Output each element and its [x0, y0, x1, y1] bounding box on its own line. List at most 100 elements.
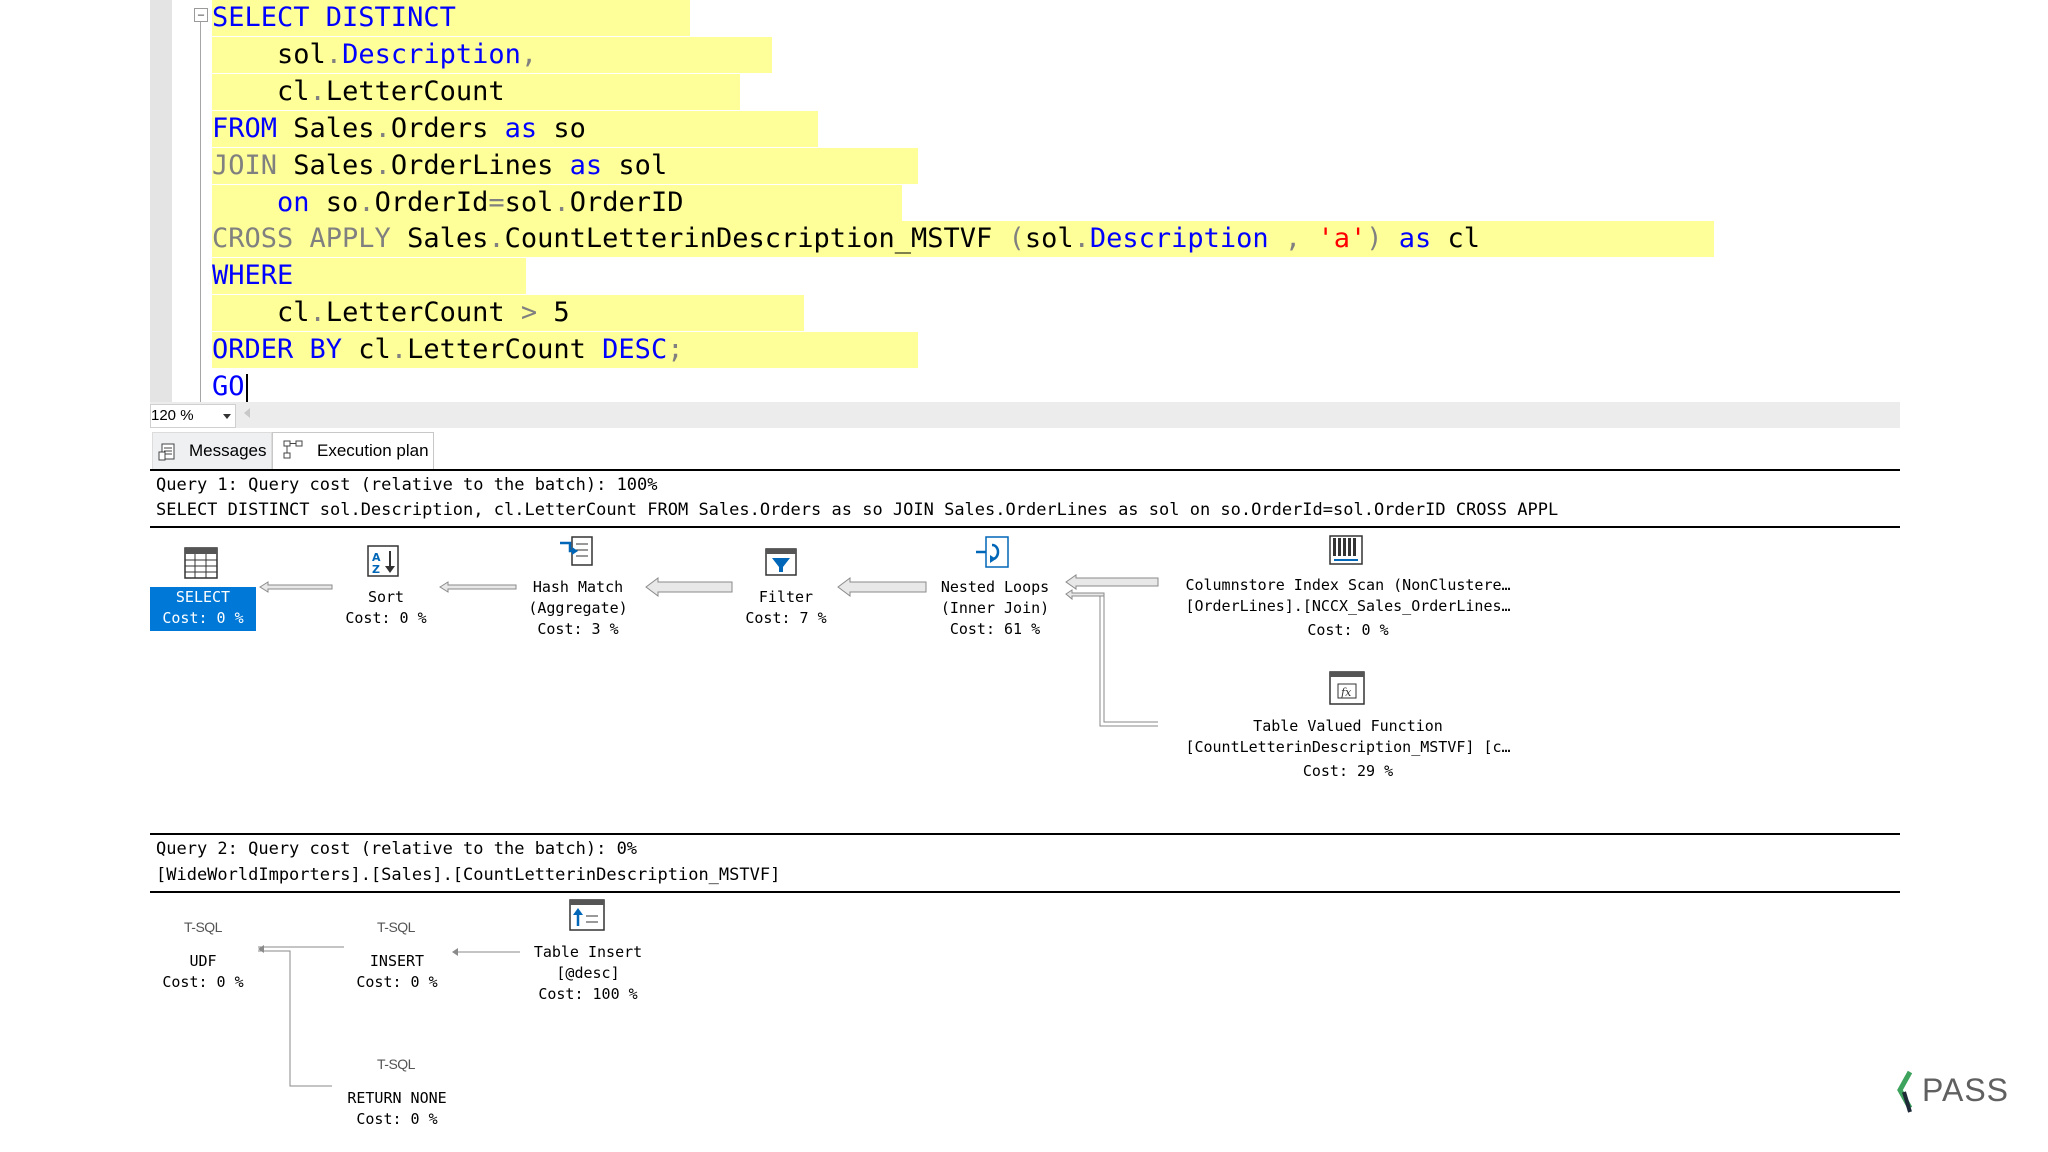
code-token: sol: [504, 186, 554, 218]
arrow-filter-to-hash: [645, 577, 733, 597]
code-line[interactable]: WHERE: [212, 258, 526, 295]
code-token: SELECT DISTINCT: [212, 2, 456, 33]
node-return-label: RETURN NONE: [347, 1089, 447, 1107]
arrow-nested-to-filter: [837, 577, 927, 597]
code-token: .: [309, 297, 326, 329]
code-token: as: [504, 112, 538, 144]
return-tsql-icon: T-SQL: [377, 1056, 415, 1072]
code-line[interactable]: sol.Description,: [212, 36, 772, 73]
code-token: GO: [212, 371, 245, 402]
node-tvf-label: Table Valued Function: [1253, 717, 1443, 735]
code-token: ,: [520, 38, 538, 70]
code-line[interactable]: GO: [212, 369, 248, 405]
collapse-toggle-icon[interactable]: −: [194, 8, 208, 22]
node-hash-sub: (Aggregate): [528, 599, 628, 617]
plan-node-filter[interactable]: Filter Cost: 7 %: [726, 587, 846, 629]
nested-loops-icon[interactable]: [974, 533, 1014, 573]
code-token: Sales: [277, 112, 375, 144]
tab-messages[interactable]: Messages: [152, 432, 272, 470]
node-table-insert-cost: Cost: 100 %: [538, 985, 638, 1003]
columnstore-scan-icon[interactable]: [1328, 534, 1368, 568]
code-token: OrderId: [374, 186, 489, 218]
node-tvf-object: [CountLetterinDescription_MSTVF] [c…: [1185, 738, 1511, 756]
code-token: DESC: [602, 334, 668, 366]
code-token: CROSS APPLY: [212, 223, 391, 255]
plan-node-return-none[interactable]: RETURN NONE Cost: 0 %: [326, 1088, 468, 1130]
connector-tvf: [1103, 593, 1158, 723]
plan-node-nested-loops[interactable]: Nested Loops (Inner Join) Cost: 61 %: [920, 577, 1070, 640]
scroll-left-icon[interactable]: [244, 408, 250, 418]
code-token: LetterCount: [407, 334, 603, 366]
code-line[interactable]: FROM Sales.Orders as so: [212, 110, 818, 147]
code-token: .: [374, 149, 391, 181]
table-insert-icon[interactable]: [568, 898, 608, 934]
code-token: .: [390, 334, 408, 366]
node-udf-label: UDF: [189, 952, 217, 970]
node-sort-label: Sort: [367, 588, 405, 606]
plan-node-udf[interactable]: UDF Cost: 0 %: [150, 951, 256, 993]
arrow-tvf-to-nested: [1065, 589, 1105, 601]
select-icon[interactable]: [183, 546, 221, 582]
node-return-cost: Cost: 0 %: [356, 1110, 438, 1128]
code-line[interactable]: cl.LetterCount: [212, 73, 740, 110]
plan-node-table-valued-function[interactable]: Table Valued Function [CountLetterinDesc…: [1160, 716, 1536, 782]
node-table-insert-object: [@desc]: [556, 964, 620, 982]
code-token: ORDER BY: [212, 334, 343, 366]
query2-divider: [150, 891, 1900, 893]
code-token: Sales: [277, 149, 375, 181]
node-colscan-cost: Cost: 0 %: [1307, 621, 1389, 639]
code-token: CountLetterinDescription_MSTVF: [504, 223, 1009, 255]
sql-editor[interactable]: − SELECT DISTINCT sol.Description, cl.Le…: [0, 0, 2048, 402]
tab-divider: [150, 469, 1900, 471]
node-nested-sub: (Inner Join): [940, 599, 1050, 617]
node-hash-label: Hash Match: [532, 578, 624, 596]
plan-node-table-insert[interactable]: Table Insert [@desc] Cost: 100 %: [516, 942, 660, 1005]
node-filter-cost: Cost: 7 %: [745, 609, 827, 627]
code-token: LetterCount: [325, 75, 505, 107]
code-line[interactable]: SELECT DISTINCT: [212, 0, 690, 36]
chevron-down-icon[interactable]: [223, 414, 231, 419]
code-token: .: [325, 38, 343, 70]
plan-node-select[interactable]: SELECT Cost: 0 %: [150, 587, 256, 631]
code-line[interactable]: ORDER BY cl.LetterCount DESC;: [212, 332, 918, 369]
code-line[interactable]: CROSS APPLY Sales.CountLetterinDescripti…: [212, 221, 1714, 258]
sort-icon[interactable]: A Z: [366, 544, 402, 580]
code-line[interactable]: on so.OrderId=sol.OrderID: [212, 184, 902, 221]
plan-node-insert[interactable]: INSERT Cost: 0 %: [340, 951, 454, 993]
code-token: sol: [602, 149, 668, 181]
code-token: 'a': [1317, 223, 1367, 255]
code-token: Sales: [390, 223, 489, 255]
code-token: sol: [212, 38, 326, 70]
tab-execution-plan[interactable]: Execution plan: [272, 432, 434, 469]
code-token: Description: [1089, 223, 1269, 255]
node-nested-cost: Cost: 61 %: [949, 620, 1041, 638]
hash-match-icon[interactable]: [558, 535, 598, 571]
query2-top-divider: [150, 833, 1900, 835]
code-token: .: [488, 223, 505, 255]
node-colscan-label: Columnstore Index Scan (NonClustere…: [1185, 576, 1511, 594]
plan-node-hash-match[interactable]: Hash Match (Aggregate) Cost: 3 %: [506, 577, 650, 640]
plan-node-columnstore-scan[interactable]: Columnstore Index Scan (NonClustere… [Or…: [1160, 575, 1536, 641]
zoom-select[interactable]: 120 %: [150, 404, 236, 428]
filter-icon[interactable]: [764, 547, 800, 579]
code-token: LetterCount: [325, 297, 521, 329]
code-token: .: [553, 186, 570, 218]
query1-header: Query 1: Query cost (relative to the bat…: [156, 475, 658, 495]
code-token: .: [358, 186, 375, 218]
table-valued-function-icon[interactable]: fx: [1328, 670, 1368, 708]
query1-divider: [150, 526, 1900, 528]
arrow-sort-to-select: [259, 581, 333, 593]
plan-node-sort[interactable]: Sort Cost: 0 %: [326, 587, 446, 629]
code-line[interactable]: JOIN Sales.OrderLines as sol: [212, 147, 918, 184]
node-colscan-object: [OrderLines].[NCCX_Sales_OrderLines…: [1185, 597, 1511, 615]
udf-tsql-icon: T-SQL: [184, 919, 222, 935]
code-token: cl: [212, 297, 310, 329]
code-token: as: [1398, 223, 1432, 255]
node-filter-label: Filter: [758, 588, 814, 606]
code-token: WHERE: [212, 260, 294, 292]
code-token: on: [212, 186, 310, 218]
node-table-insert-label: Table Insert: [533, 943, 643, 961]
query1-sql: SELECT DISTINCT sol.Description, cl.Lett…: [156, 500, 1559, 520]
code-line[interactable]: cl.LetterCount > 5: [212, 295, 804, 332]
node-hash-cost: Cost: 3 %: [537, 620, 619, 638]
